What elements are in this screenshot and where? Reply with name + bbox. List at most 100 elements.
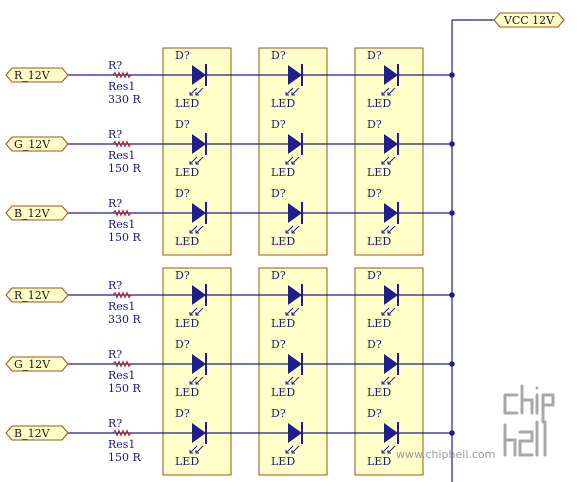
led-triangle bbox=[192, 134, 206, 154]
led-designator: D? bbox=[367, 49, 382, 62]
port-label: G_12V bbox=[14, 358, 51, 371]
led-part: LED bbox=[271, 97, 295, 110]
led-emission-arrow bbox=[189, 307, 198, 316]
signal-port-r-12v: R_12V bbox=[5, 287, 69, 303]
led-emission-arrow bbox=[189, 445, 198, 454]
resistor-part: Res1 bbox=[108, 149, 135, 162]
led: D?LED bbox=[175, 269, 207, 330]
resistor-part: Res1 bbox=[108, 80, 135, 93]
led-emission-arrow bbox=[285, 225, 294, 234]
led-designator: D? bbox=[175, 338, 190, 351]
signal-port-g-12v: G_12V bbox=[5, 136, 69, 152]
resistor-zigzag bbox=[112, 209, 132, 217]
led-triangle bbox=[384, 134, 398, 154]
led-emission-arrow bbox=[189, 225, 198, 234]
led-emission-arrowhead bbox=[285, 312, 289, 316]
led-emission-arrowhead bbox=[285, 450, 289, 454]
led-part: LED bbox=[271, 386, 295, 399]
led-emission-arrow bbox=[189, 156, 198, 165]
led-designator: D? bbox=[271, 118, 286, 131]
led-emission-arrow bbox=[189, 87, 198, 96]
led-designator: D? bbox=[367, 118, 382, 131]
led: D? LED bbox=[271, 338, 303, 399]
led-emission-arrowhead bbox=[195, 450, 199, 454]
led-emission-arrowhead bbox=[195, 381, 199, 385]
vcc-label: VCC 12V bbox=[503, 14, 555, 27]
signal-port-g-12v: G_12V bbox=[5, 356, 69, 372]
led-part: LED bbox=[175, 166, 199, 179]
led-part: LED bbox=[367, 166, 391, 179]
led: D?LED bbox=[175, 49, 207, 110]
resistor-zigzag bbox=[112, 140, 132, 148]
led-emission-arrowhead bbox=[387, 92, 391, 96]
port-shape bbox=[5, 136, 69, 152]
led-emission-arrow bbox=[291, 445, 300, 454]
led: D? LED bbox=[271, 118, 303, 179]
led-emission-arrow bbox=[285, 307, 294, 316]
led-designator: D? bbox=[367, 187, 382, 200]
led-designator: D? bbox=[175, 407, 190, 420]
led-emission-arrow bbox=[189, 376, 198, 385]
vcc-power-port: VCC 12V bbox=[451, 12, 565, 482]
led: D?LED bbox=[367, 269, 399, 330]
led-emission-arrowhead bbox=[189, 161, 193, 165]
led-emission-arrowhead bbox=[189, 450, 193, 454]
resistor-designator: R? bbox=[108, 128, 122, 141]
led-triangle bbox=[192, 65, 206, 85]
led-emission-arrow bbox=[195, 307, 204, 316]
port-label: R_12V bbox=[14, 289, 51, 302]
led-emission-arrow bbox=[195, 225, 204, 234]
resistor-zigzag bbox=[112, 429, 132, 437]
led-triangle bbox=[384, 203, 398, 223]
led-emission-arrowhead bbox=[387, 450, 391, 454]
led-emission-arrowhead bbox=[381, 92, 385, 96]
resistor-value: 150 R bbox=[108, 162, 141, 175]
led-emission-arrowhead bbox=[285, 92, 289, 96]
led-designator: D? bbox=[271, 338, 286, 351]
signal-port-r-12v: R_12V bbox=[5, 67, 69, 83]
port-label: G_12V bbox=[14, 138, 51, 151]
led-part: LED bbox=[271, 166, 295, 179]
port-label: B_12V bbox=[14, 427, 51, 440]
resistor-part: Res1 bbox=[108, 438, 135, 451]
led-emission-arrowhead bbox=[195, 230, 199, 234]
resistor-part: Res1 bbox=[108, 218, 135, 231]
led: D?LED bbox=[175, 187, 207, 248]
led-part: LED bbox=[175, 235, 199, 248]
led-emission-arrow bbox=[291, 225, 300, 234]
led-part: LED bbox=[271, 235, 295, 248]
port-label: B_12V bbox=[14, 207, 51, 220]
resistor-designator: R? bbox=[108, 348, 122, 361]
resistor-part: Res1 bbox=[108, 300, 135, 313]
port-shape bbox=[5, 205, 69, 221]
led-emission-arrow bbox=[195, 156, 204, 165]
led: D?LED bbox=[175, 407, 207, 468]
led-emission-arrowhead bbox=[291, 312, 295, 316]
led-emission-arrow bbox=[387, 307, 396, 316]
led-emission-arrow bbox=[381, 445, 390, 454]
led-triangle bbox=[288, 423, 302, 443]
led-designator: D? bbox=[175, 269, 190, 282]
led-emission-arrowhead bbox=[189, 230, 193, 234]
led-designator: D? bbox=[271, 269, 286, 282]
led-emission-arrow bbox=[285, 87, 294, 96]
led-triangle bbox=[288, 203, 302, 223]
led-designator: D? bbox=[367, 338, 382, 351]
led-designator: D? bbox=[175, 118, 190, 131]
led-part: LED bbox=[367, 97, 391, 110]
resistor-designator: R? bbox=[108, 59, 122, 72]
led-triangle bbox=[192, 423, 206, 443]
led-emission-arrow bbox=[387, 87, 396, 96]
led-module-box bbox=[258, 47, 328, 256]
led-emission-arrowhead bbox=[195, 161, 199, 165]
led-emission-arrowhead bbox=[291, 92, 295, 96]
led-emission-arrow bbox=[381, 225, 390, 234]
led: D? LED bbox=[367, 187, 399, 248]
led: D?LED bbox=[271, 407, 303, 468]
led-part: LED bbox=[367, 455, 391, 468]
led-emission-arrowhead bbox=[195, 312, 199, 316]
led-part: LED bbox=[367, 235, 391, 248]
watermark-url: www.chiphell.com bbox=[396, 448, 495, 461]
led-emission-arrow bbox=[195, 376, 204, 385]
